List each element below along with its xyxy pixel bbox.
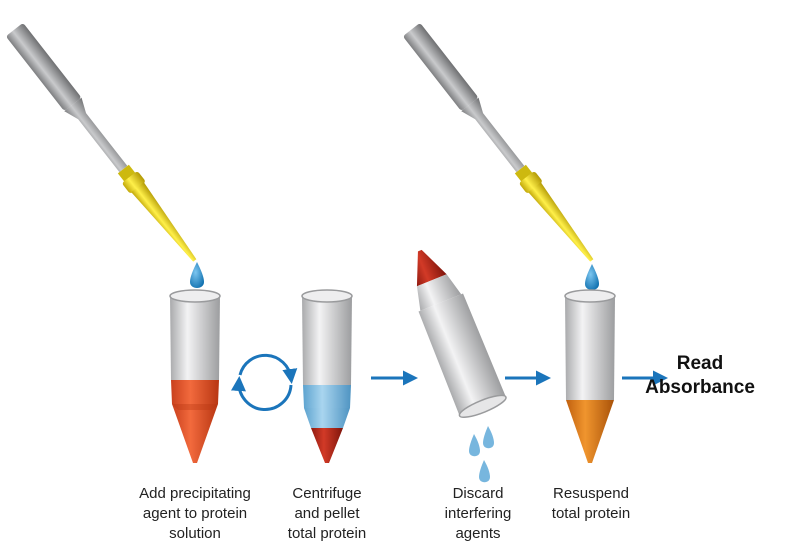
drop-icon — [469, 434, 480, 457]
tube-icon — [564, 289, 616, 463]
step-caption-resuspend: Resuspend total protein — [551, 485, 631, 522]
drop-icon — [483, 426, 494, 449]
step-caption-precipitate: Add precipitating agent to protein solut… — [139, 485, 251, 542]
tube-icon — [416, 249, 507, 419]
step-caption-centrifuge: Centrifuge and pellet total protein — [287, 485, 367, 542]
tube-icon — [169, 289, 221, 463]
pipette-icon — [6, 23, 197, 262]
pipette-icon — [403, 23, 594, 262]
tube-icon — [301, 289, 353, 463]
read-absorbance-label: Read Absorbance — [645, 353, 755, 398]
drop-icon — [585, 264, 599, 290]
cycle-arrows-icon — [231, 353, 298, 411]
drop-icon — [190, 262, 204, 288]
drop-icon — [479, 460, 490, 483]
step-caption-discard: Discard interfering agents — [444, 485, 512, 542]
